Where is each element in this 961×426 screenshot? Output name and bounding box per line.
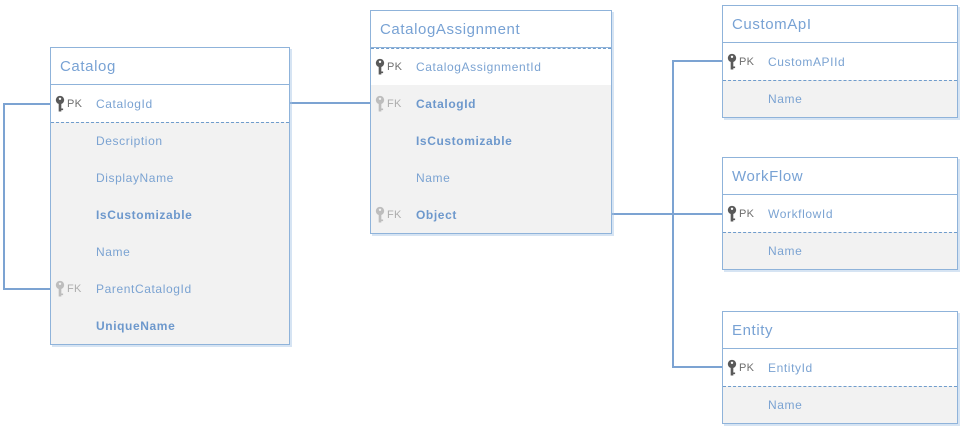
primary-key-icon [54, 95, 66, 112]
field-name: DisplayName [96, 170, 174, 185]
table-row: IsCustomizable [51, 196, 289, 233]
field-name: IsCustomizable [96, 207, 193, 222]
field-name: CatalogId [96, 96, 153, 111]
table-row: UniqueName [51, 307, 289, 344]
table-row: PK CustomAPIId [723, 43, 957, 80]
field-name: CustomAPIId [768, 54, 846, 69]
table-row: IsCustomizable [371, 122, 611, 159]
table-workflow[interactable]: WorkFlow PK WorkflowId Name [722, 157, 958, 270]
table-title: CatalogAssignment [371, 11, 611, 48]
primary-key-icon [726, 53, 738, 70]
connector-bus-to-entity[interactable] [672, 366, 722, 368]
table-row: DisplayName [51, 159, 289, 196]
field-name: UniqueName [96, 318, 176, 333]
connector-catalog-to-catalogassignment[interactable] [289, 102, 371, 104]
table-row: Name [723, 80, 957, 117]
field-name: Name [768, 398, 803, 412]
key-label: FK [387, 97, 402, 110]
table-row: FK ParentCatalogId [51, 270, 289, 307]
table-row: PK CatalogId [51, 85, 289, 122]
table-row: Description [51, 122, 289, 159]
connector-catalogassignment-to-workflow[interactable] [612, 213, 722, 215]
field-name: Name [768, 244, 803, 258]
table-title: Catalog [51, 48, 289, 85]
foreign-key-icon [374, 95, 386, 112]
primary-key-icon [726, 205, 738, 222]
table-entity[interactable]: Entity PK EntityId Name [722, 311, 958, 424]
field-name: IsCustomizable [416, 133, 513, 148]
key-label: FK [387, 208, 402, 221]
field-name: Name [96, 244, 131, 259]
table-row: FK CatalogId [371, 85, 611, 122]
connector-bus-to-customapi[interactable] [672, 60, 722, 62]
field-name: WorkflowId [768, 206, 834, 221]
primary-key-icon [726, 359, 738, 376]
table-row: Name [723, 386, 957, 423]
table-customapi[interactable]: CustomApI PK CustomAPIId Name [722, 5, 958, 118]
field-name: EntityId [768, 360, 813, 375]
table-title: WorkFlow [723, 158, 957, 195]
field-name: Object [416, 207, 457, 222]
table-row: PK CatalogAssignmentId [371, 48, 611, 85]
table-title: Entity [723, 312, 957, 349]
field-name: Description [96, 134, 163, 148]
table-row: Name [723, 232, 957, 269]
foreign-key-icon [374, 206, 386, 223]
primary-key-icon [374, 58, 386, 76]
key-label: PK [739, 361, 755, 374]
key-label: PK [387, 61, 403, 73]
key-label: PK [739, 55, 755, 68]
connector-object-bus-vertical[interactable] [672, 60, 674, 368]
table-row: Name [371, 159, 611, 196]
table-catalogassignment[interactable]: CatalogAssignment PK CatalogAssignmentId… [370, 10, 612, 234]
foreign-key-icon [54, 280, 66, 297]
field-name: CatalogAssignmentId [416, 60, 542, 74]
table-title: CustomApI [723, 6, 957, 43]
connector-catalog-self-bottom[interactable] [3, 288, 51, 290]
connector-catalog-self-left[interactable] [3, 103, 5, 289]
table-catalog[interactable]: Catalog PK CatalogId Description Display… [50, 47, 290, 345]
connector-catalog-self-top[interactable] [3, 103, 51, 105]
field-name: Name [768, 92, 803, 106]
key-label: PK [739, 207, 755, 220]
field-name: CatalogId [416, 96, 477, 111]
table-row: PK WorkflowId [723, 195, 957, 232]
table-row: FK Object [371, 196, 611, 233]
key-label: FK [67, 282, 82, 295]
table-row: Name [51, 233, 289, 270]
field-name: Name [416, 170, 451, 185]
table-row: PK EntityId [723, 349, 957, 386]
key-label: PK [67, 97, 83, 110]
field-name: ParentCatalogId [96, 281, 192, 296]
